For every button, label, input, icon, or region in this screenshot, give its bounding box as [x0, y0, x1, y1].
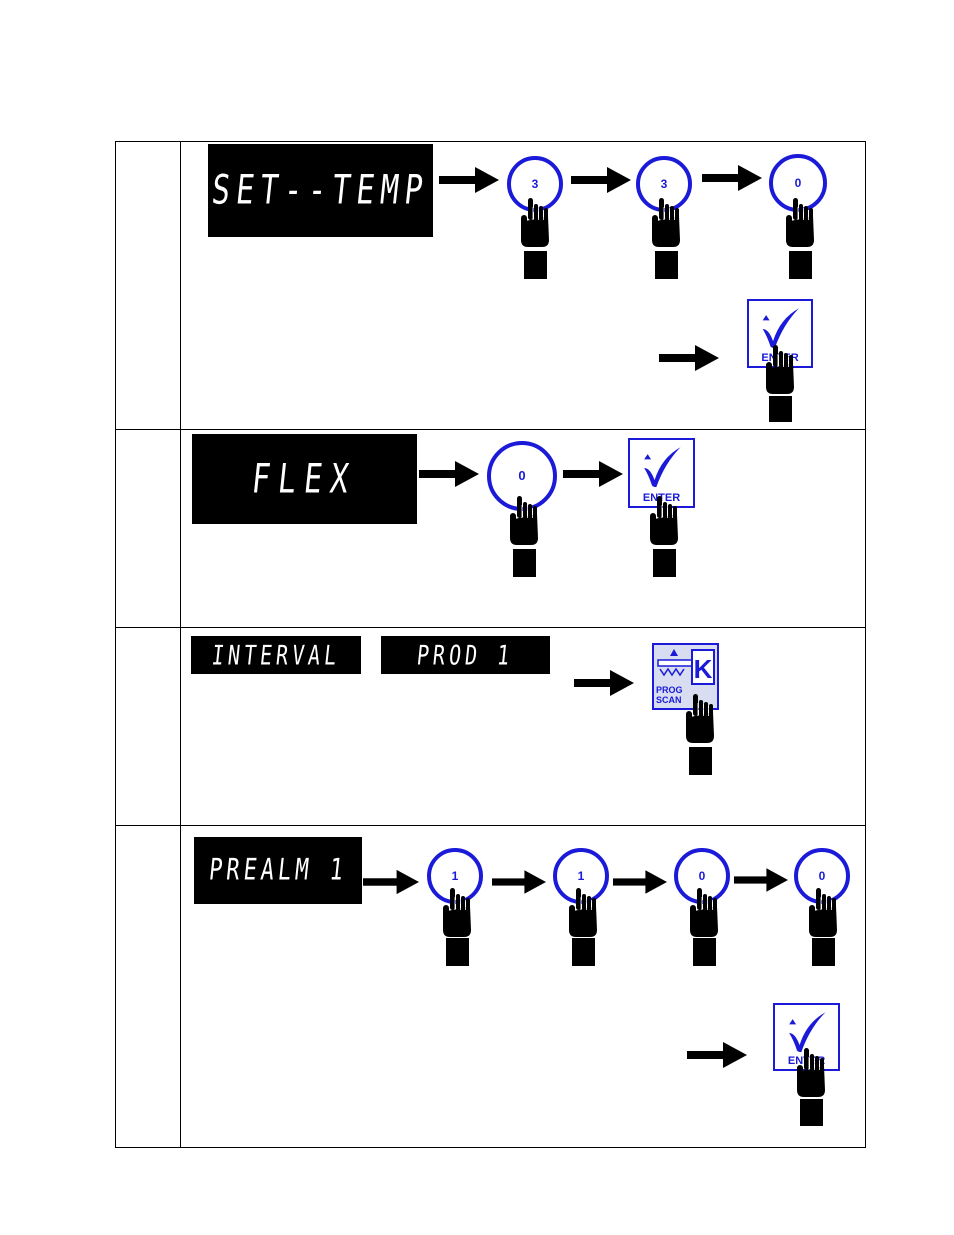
lcd-display-interval: INTERVAL — [191, 636, 361, 674]
pointing-hand-icon — [784, 198, 818, 248]
pointing-hand-icon — [508, 496, 542, 546]
arrow-right-icon — [613, 867, 667, 897]
key-label: 3 — [532, 177, 539, 191]
lcd-text: FLEX — [249, 455, 360, 503]
pointing-hand-icon — [795, 1048, 829, 1098]
pointing-hand-icon — [764, 345, 798, 395]
row-divider — [115, 429, 866, 430]
key-label: 1 — [578, 869, 585, 883]
pointing-hand-icon — [688, 888, 722, 938]
key-label: 3 — [661, 177, 668, 191]
arrow-right-icon — [363, 867, 419, 897]
pointing-hand-icon — [807, 888, 841, 938]
pointing-hand-icon — [650, 198, 684, 248]
scan-label: SCAN — [656, 695, 682, 705]
pointing-hand-icon — [441, 888, 475, 938]
step-marker — [769, 396, 792, 422]
numeric-key-3[interactable]: 3 — [634, 154, 694, 214]
step-marker — [446, 938, 469, 966]
lcd-display-flex: FLEX — [192, 434, 417, 524]
pointing-hand-icon — [684, 694, 718, 744]
prog-label: PROG — [656, 685, 683, 695]
arrow-right-icon — [563, 459, 623, 489]
row-divider — [115, 627, 866, 628]
key-label: 0 — [699, 869, 706, 883]
row-divider — [115, 825, 866, 826]
arrow-right-icon — [574, 668, 634, 698]
key-label: 0 — [795, 176, 802, 190]
key-label: 1 — [452, 869, 459, 883]
prog-scan-button[interactable]: K PROG SCAN — [652, 643, 719, 710]
pointing-hand-icon — [519, 198, 553, 248]
key-letter: K — [694, 654, 713, 684]
step-marker — [572, 938, 595, 966]
arrow-right-icon — [419, 459, 479, 489]
pointing-hand-icon — [567, 888, 601, 938]
arrow-right-icon — [659, 343, 719, 373]
enter-button[interactable]: ENTER — [773, 1003, 840, 1071]
arrow-right-icon — [492, 867, 546, 897]
checkmark-icon — [630, 442, 693, 494]
step-marker — [789, 251, 812, 279]
key-label: 0 — [819, 869, 826, 883]
step-marker — [524, 251, 547, 279]
procedure-table — [115, 141, 866, 1148]
step-marker — [655, 251, 678, 279]
key-label: 0 — [518, 468, 525, 483]
step-marker — [693, 938, 716, 966]
step-marker — [800, 1099, 823, 1126]
arrow-right-icon — [571, 165, 631, 195]
step-marker — [513, 549, 536, 577]
arrow-right-icon — [702, 163, 762, 193]
arrow-right-icon — [439, 165, 499, 195]
numeric-key-1[interactable]: 1 — [551, 846, 611, 906]
step-marker — [653, 549, 676, 577]
lcd-text: INTERVAL — [210, 638, 342, 672]
lcd-display-prod: PROD 1 — [381, 636, 550, 674]
arrow-right-icon — [734, 865, 788, 895]
step-marker — [812, 938, 835, 966]
lcd-display-prealm: PREALM 1 — [194, 837, 362, 904]
arrow-right-icon — [687, 1040, 747, 1070]
lcd-text: SET--TEMP — [209, 166, 432, 215]
step-marker — [689, 747, 712, 775]
lcd-display-set-temp: SET--TEMP — [208, 144, 433, 237]
pointing-hand-icon — [648, 496, 682, 546]
key-icon: K — [657, 649, 715, 685]
column-divider — [180, 141, 181, 1148]
lcd-text: PROD 1 — [415, 638, 516, 672]
lcd-text: PREALM 1 — [207, 853, 349, 888]
